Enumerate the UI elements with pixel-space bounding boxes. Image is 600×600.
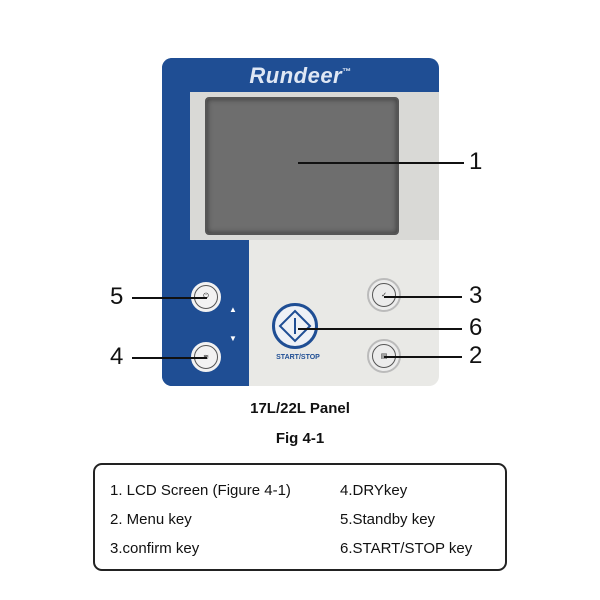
legend-item-4: 4.DRYkey — [340, 482, 408, 499]
legend-item-1: 1. LCD Screen (Figure 4-1) — [110, 482, 291, 499]
confirm-key[interactable]: ✓ — [367, 278, 401, 312]
start-stop-label: START/STOP — [276, 354, 320, 361]
confirm-icon: ✓ — [372, 283, 396, 307]
brand-logo: Rundeer™ — [249, 63, 352, 88]
down-arrow-icon: ▼ — [229, 334, 237, 343]
figure-caption: Fig 4-1 — [275, 430, 325, 447]
legend-item-2: 2. Menu key — [110, 511, 192, 528]
callout-number-2: 2 — [469, 342, 483, 369]
panel-header-band — [162, 58, 439, 92]
start-stop-icon — [278, 309, 312, 343]
callout-line-5 — [132, 297, 207, 299]
callout-line-3 — [384, 296, 462, 298]
up-arrow-icon: ▲ — [229, 305, 237, 314]
callout-number-1: 1 — [469, 148, 483, 175]
callout-line-4 — [132, 357, 207, 359]
callout-number-3: 3 — [469, 282, 483, 309]
legend-box: 1. LCD Screen (Figure 4-1) 2. Menu key 3… — [93, 463, 507, 571]
callout-line-2 — [384, 356, 462, 358]
start-stop-key[interactable] — [272, 303, 318, 349]
legend-item-3: 3.confirm key — [110, 540, 200, 557]
callout-number-4: 4 — [110, 343, 124, 370]
callout-line-1 — [298, 162, 464, 164]
legend-item-6: 6.START/STOP key — [340, 540, 473, 557]
callout-number-5: 5 — [110, 283, 124, 310]
panel-caption: 17L/22L Panel — [250, 400, 350, 417]
legend-item-5: 5.Standby key — [340, 511, 436, 528]
callout-line-6 — [298, 328, 462, 330]
lcd-screen — [205, 97, 399, 235]
callout-number-6: 6 — [469, 314, 483, 341]
